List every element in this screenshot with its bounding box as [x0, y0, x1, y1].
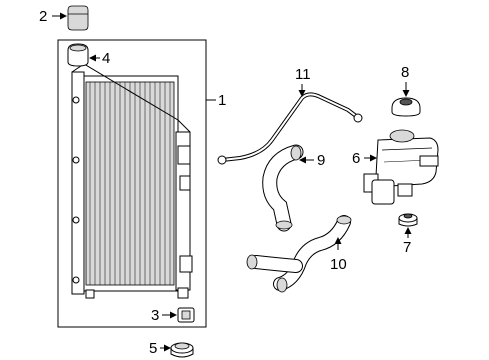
- part-2-cap: [67, 5, 89, 31]
- callout-2: 2: [39, 8, 48, 25]
- part-6-expansion-tank: [363, 129, 439, 205]
- part-7-grommet: [398, 213, 418, 227]
- part-3-clip: [177, 307, 195, 323]
- part-10-lower-hose: [246, 215, 352, 293]
- callout-3: 3: [151, 307, 160, 324]
- callout-5: 5: [149, 340, 158, 357]
- part-5-grommet: [170, 342, 194, 358]
- part-11-vent-line: [217, 92, 363, 165]
- callout-9: 9: [317, 152, 326, 169]
- radiator-group-box: [57, 39, 207, 328]
- callout-6: 6: [352, 150, 361, 167]
- callout-8: 8: [401, 64, 410, 81]
- callout-7: 7: [403, 239, 412, 256]
- part-4-mount: [67, 43, 89, 67]
- radiator: [71, 63, 193, 299]
- callout-4: 4: [102, 50, 111, 67]
- callout-1: 1: [218, 92, 227, 109]
- callout-10: 10: [330, 256, 347, 273]
- part-9-upper-hose: [262, 144, 304, 232]
- part-8-cap: [391, 97, 421, 117]
- callout-11: 11: [295, 66, 311, 83]
